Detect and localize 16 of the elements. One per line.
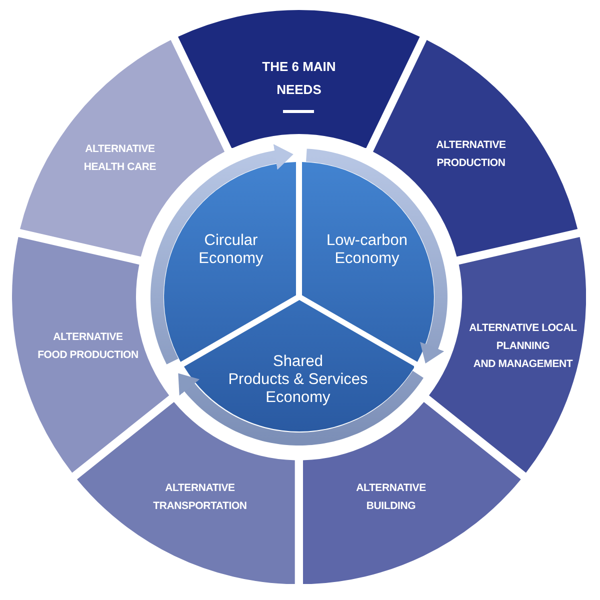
heading-label: THE 6 MAIN NEEDS	[261, 58, 337, 99]
ring-segment	[12, 237, 170, 473]
segment-label: ALTERNATIVE TRANSPORTATION	[152, 480, 248, 514]
sector-label: Shared Products & Services Economy	[227, 352, 369, 407]
segment-label: ALTERNATIVE PRODUCTION	[435, 138, 507, 171]
segment-label: ALTERNATIVE BUILDING	[355, 480, 427, 514]
sector-label: Circular Economy	[198, 232, 264, 268]
cycle-arrow	[150, 144, 294, 366]
segment-label: ALTERNATIVE HEALTH CARE	[82, 142, 158, 175]
cycle-arrow	[178, 370, 424, 446]
segment-label: ALTERNATIVE LOCAL PLANNING AND MANAGEMENT	[468, 320, 578, 372]
ring-segment	[428, 237, 586, 473]
segment-label: ALTERNATIVE FOOD PRODUCTION	[36, 330, 140, 363]
ring-segment	[178, 10, 420, 148]
sector-label: Low-carbon Economy	[326, 232, 408, 268]
pie-sector	[184, 300, 414, 432]
